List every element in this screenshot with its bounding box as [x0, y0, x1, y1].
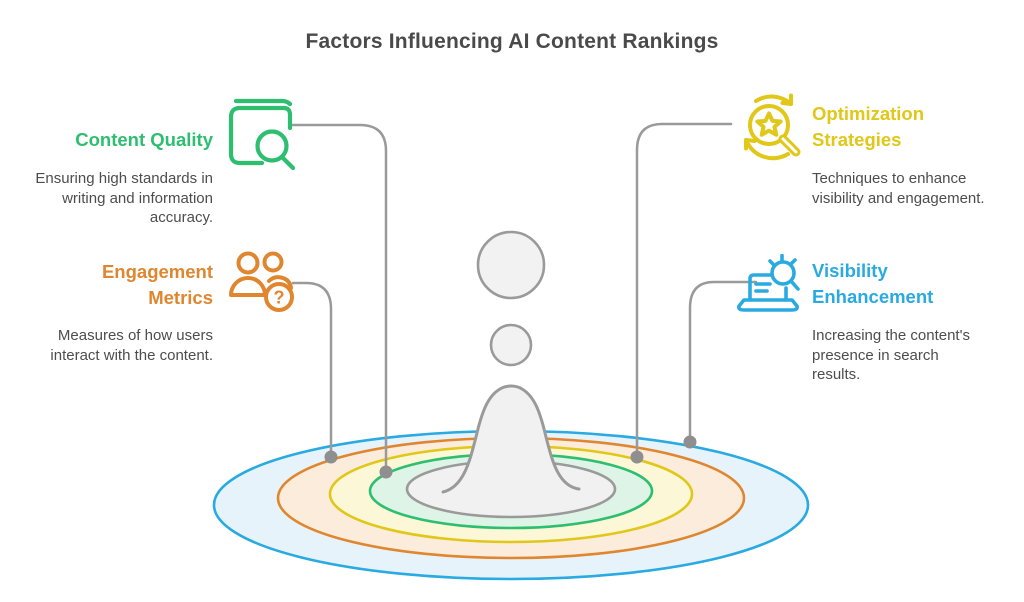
connector-dot-engagement-metrics: [324, 450, 338, 464]
factor-description-visibility-enhancement: Increasing the content's presence in sea…: [812, 327, 970, 383]
connector-visibility-enhancement: [688, 280, 758, 440]
laptop-search-icon: [737, 254, 800, 312]
droplet-large: [476, 230, 546, 300]
book-search-icon: [228, 98, 296, 171]
connector-dot-content-quality: [379, 465, 393, 479]
droplet-small: [489, 323, 533, 367]
page-title: Factors Influencing AI Content Rankings: [305, 30, 719, 53]
question-mark-glyph: ?: [274, 288, 285, 308]
factor-label-optimization-strategies: Optimization Strategies: [812, 103, 925, 150]
factor-label-visibility-enhancement: Visibility Enhancement: [812, 260, 934, 307]
connector-engagement-metrics: [291, 281, 333, 455]
factor-description-content-quality: Ensuring high standards in writing and i…: [35, 170, 213, 226]
star-magnifier-refresh-icon: [744, 93, 801, 161]
splash-column-fill: [443, 386, 579, 507]
factor-label-content-quality: Content Quality: [75, 129, 213, 150]
connector-optimization-strategies: [635, 122, 733, 455]
people-question-icon: ?: [229, 251, 294, 312]
splash-column-outline: [441, 384, 581, 494]
factor-description-engagement-metrics: Measures of how users interact with the …: [50, 327, 213, 364]
connector-content-quality: [291, 123, 388, 470]
connector-dot-visibility-enhancement: [683, 435, 697, 449]
factor-description-optimization-strategies: Techniques to enhance visibility and eng…: [812, 170, 985, 207]
connector-dot-optimization-strategies: [630, 450, 644, 464]
factor-label-engagement-metrics: Engagement Metrics: [101, 261, 213, 308]
